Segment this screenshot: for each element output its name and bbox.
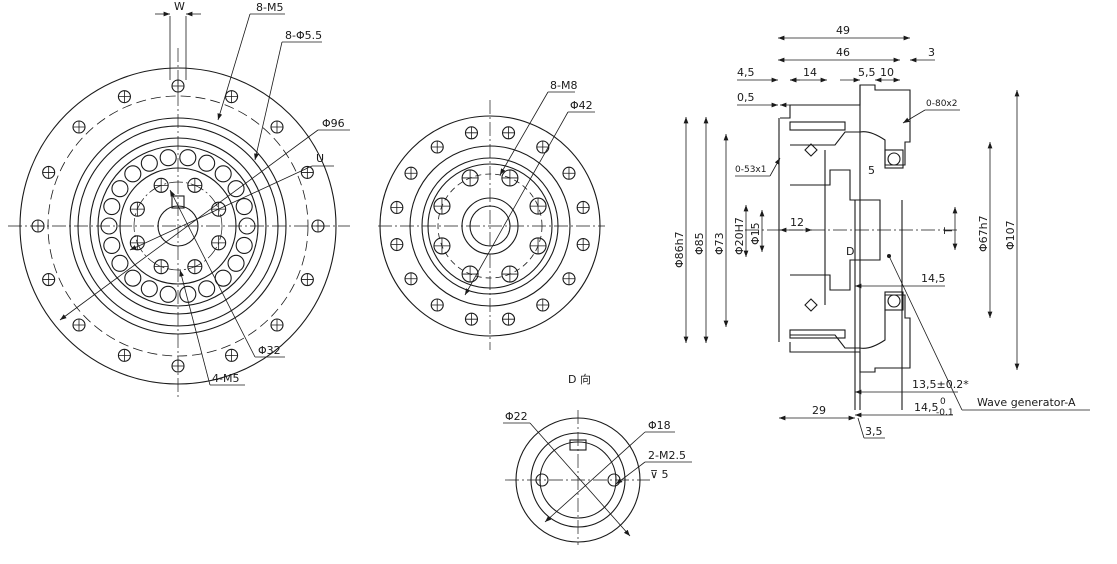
d-view-caption: D 向 <box>568 372 591 386</box>
dim-14: 14 <box>803 66 817 79</box>
bearing-roller <box>198 154 216 172</box>
bearing-roller <box>214 269 232 287</box>
dim-5-5: 5,5 <box>858 66 876 79</box>
dim-49: 49 <box>836 24 850 37</box>
label-o-ring-80x2: 0-80x2 <box>926 99 957 109</box>
dim-d73: Φ73 <box>713 232 726 255</box>
dim-d15: Φ15 <box>749 222 762 245</box>
bearing-roller <box>198 280 216 298</box>
bearing-roller <box>179 149 197 167</box>
bearing-roller <box>238 217 256 235</box>
dim-0-5: 0,5 <box>737 91 755 104</box>
d-view: 8-M8 Φ42 D 向 <box>378 79 605 386</box>
label-w: W <box>174 0 185 13</box>
dim-12: 12 <box>790 216 804 229</box>
bearing-roller <box>100 217 118 235</box>
tol-lower: -0.1 <box>936 408 954 418</box>
dim-d107: Φ107 <box>1004 220 1017 250</box>
bearing-roller <box>103 198 121 216</box>
dim-14-5-top: 14,5 <box>921 272 946 285</box>
dim-29: 29 <box>812 404 826 417</box>
section-view: 49 46 3 4,5 14 5,5 10 0,5 0-80x2 0-53x1 … <box>673 24 1090 439</box>
label-t: T <box>942 227 955 235</box>
label-u: U <box>316 152 324 165</box>
dim-d86h7: Φ86h7 <box>673 231 686 268</box>
bearing-roller <box>227 180 245 198</box>
bearing-roller <box>124 269 142 287</box>
label-8-m5: 8-M5 <box>256 1 283 14</box>
bearing-roller <box>140 280 158 298</box>
bearing-roller <box>235 236 253 254</box>
dim-13-5: 13,5±0.2* <box>912 378 969 391</box>
dim-3: 3 <box>928 46 935 59</box>
bearing-roller <box>214 165 232 183</box>
dim-d85: Φ85 <box>693 232 706 255</box>
bearing-roller <box>227 254 245 272</box>
bearing-roller <box>235 198 253 216</box>
bearing-roller <box>111 180 129 198</box>
label-o-ring-53x1: 0-53x1 <box>735 165 766 175</box>
label-wave-generator-a: Wave generator-A <box>977 396 1076 409</box>
bearing-roller <box>103 236 121 254</box>
label-d42: Φ42 <box>570 99 593 112</box>
label-8-d5-5: 8-Φ5.5 <box>285 29 322 42</box>
bearing-roller <box>159 285 177 303</box>
dim-4-5: 4,5 <box>737 66 755 79</box>
dim-46: 46 <box>836 46 850 59</box>
bearing-roller <box>179 285 197 303</box>
dim-3-5: 3,5 <box>865 425 883 438</box>
label-d: D <box>846 245 854 258</box>
dim-d20h7: Φ20H7 <box>733 217 746 255</box>
bearing-roller <box>140 154 158 172</box>
dim-10: 10 <box>880 66 894 79</box>
dim-d67h7: Φ67h7 <box>977 215 990 252</box>
label-d32: Φ32 <box>258 344 281 357</box>
bearing-roller <box>111 254 129 272</box>
label-depth-5: ⊽ 5 <box>650 468 669 481</box>
bearing-roller <box>159 149 177 167</box>
label-d22: Φ22 <box>505 410 528 423</box>
bearing-roller <box>124 165 142 183</box>
dim-5: 5 <box>868 164 875 177</box>
front-view: W 8-M5 8-Φ5.5 Φ96 U Φ32 4-M5 <box>8 0 350 400</box>
label-4-m5: 4-M5 <box>212 372 239 385</box>
label-8-m8: 8-M8 <box>550 79 577 92</box>
dim-14-5-bottom: 14,5 <box>914 401 939 414</box>
label-2-m2-5: 2-M2.5 <box>648 449 686 462</box>
shaft-end-view: Φ22 Φ18 2-M2.5 ⊽ 5 <box>503 410 692 545</box>
label-d96: Φ96 <box>322 117 345 130</box>
tol-upper: 0 <box>940 397 946 407</box>
label-d18: Φ18 <box>648 419 671 432</box>
